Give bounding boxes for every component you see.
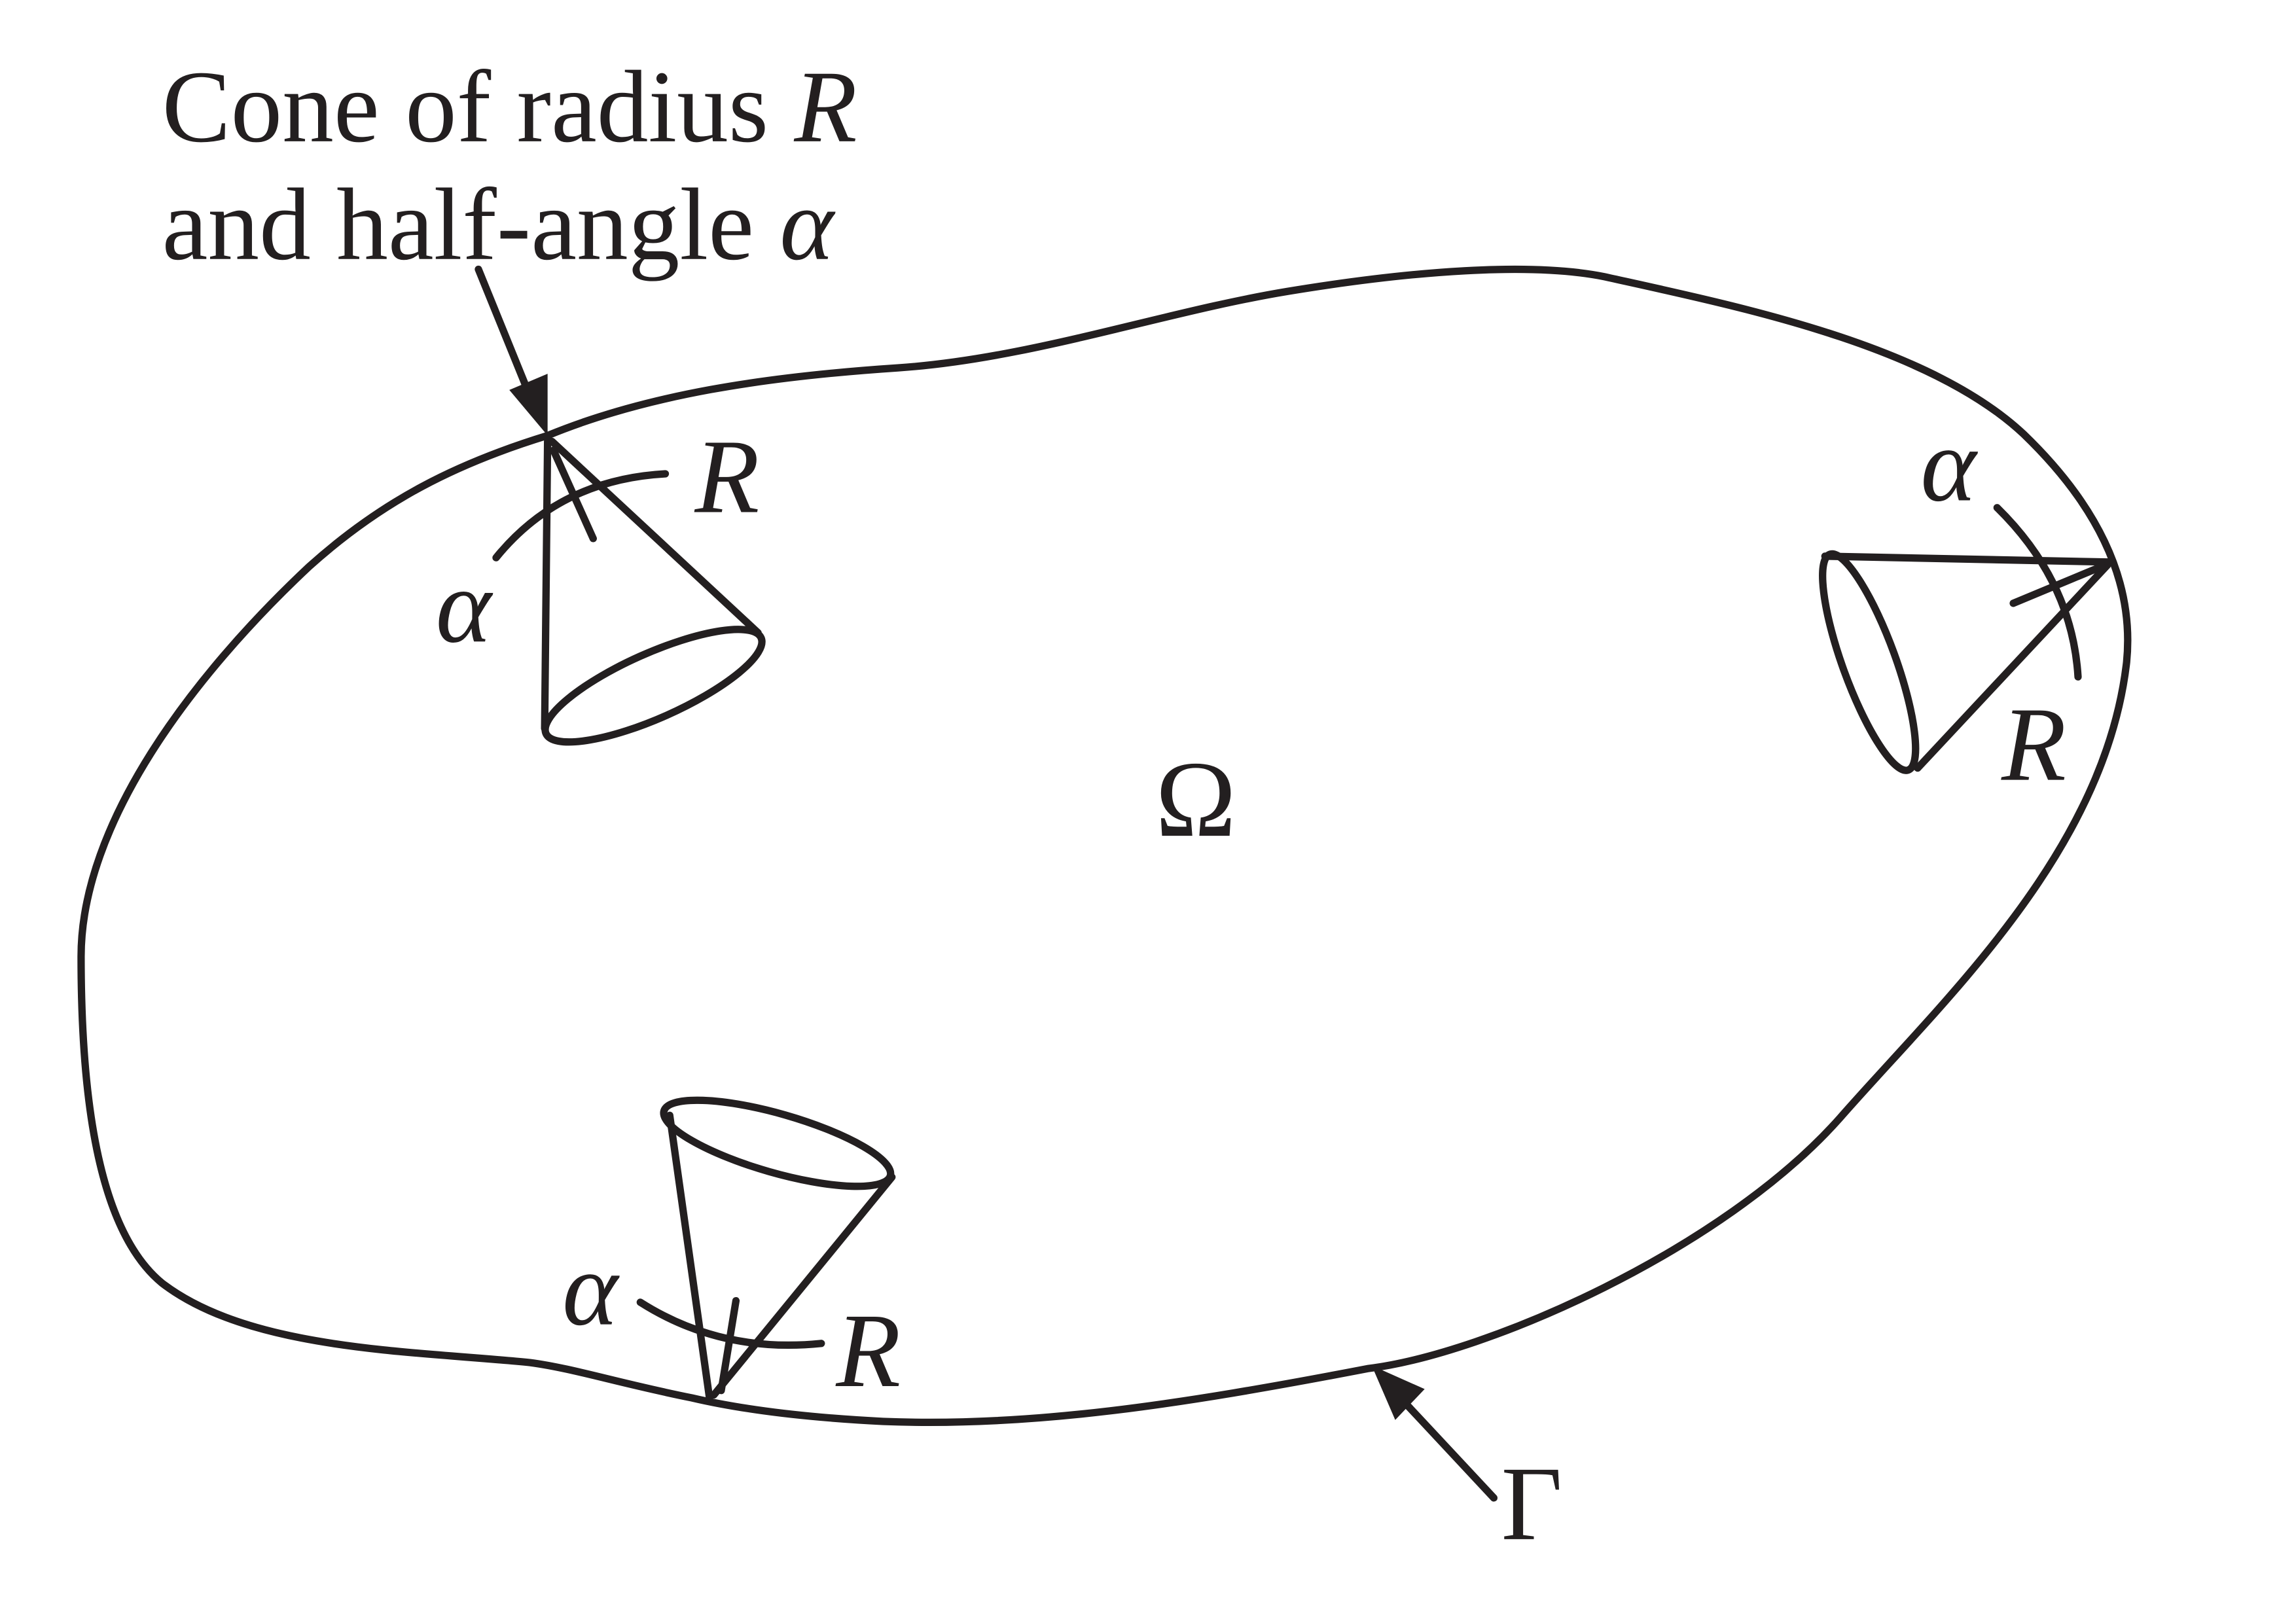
cone-bottom: α R bbox=[562, 1096, 901, 1410]
caption-line-2: and half-angle α bbox=[162, 168, 836, 282]
boundary-label: Γ bbox=[1501, 1446, 1563, 1563]
caption-line-1: Cone of radius R bbox=[162, 50, 857, 164]
caption-arrow bbox=[475, 265, 548, 436]
cone-angle-label: α bbox=[436, 548, 493, 665]
boundary-arrow bbox=[1371, 1365, 1498, 1502]
cone-radius-label: R bbox=[835, 1293, 901, 1410]
domain-boundary bbox=[77, 265, 2132, 1427]
arrowhead-icon bbox=[1371, 1365, 1425, 1420]
cone-angle-label: α bbox=[562, 1231, 620, 1348]
cone-radius-label: R bbox=[2001, 687, 2066, 804]
arrowhead-icon bbox=[509, 374, 548, 436]
cone-angle-label: α bbox=[1920, 406, 1978, 524]
cone-top-left: R α bbox=[436, 418, 766, 746]
cone-right: α R bbox=[1819, 406, 2116, 804]
cone-radius-label: R bbox=[694, 418, 759, 535]
domain-label: Ω bbox=[1155, 739, 1236, 859]
